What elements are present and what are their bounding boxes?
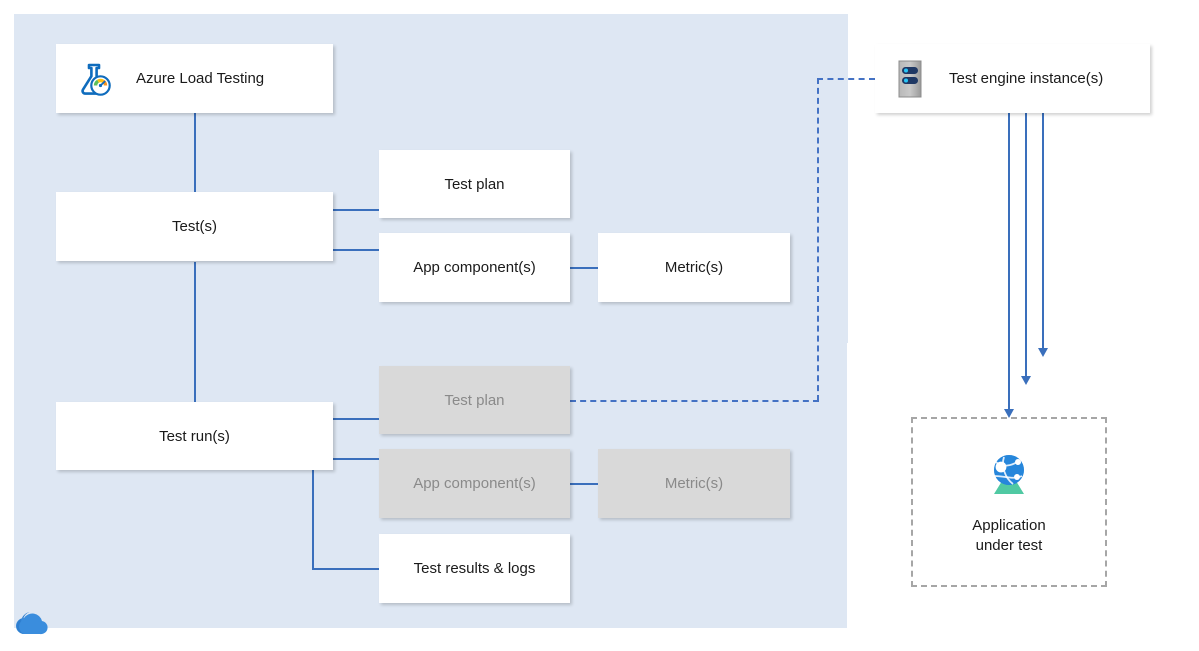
node-test-engine-instances[interactable]: Test engine instance(s) — [875, 44, 1150, 113]
server-rack-icon — [893, 59, 927, 99]
node-app-components[interactable]: App component(s) — [379, 233, 570, 302]
engine-arrow-line-3 — [1042, 113, 1044, 350]
engine-arrow-head-3 — [1038, 348, 1048, 357]
globe-network-icon — [982, 448, 1036, 502]
engine-arrow-line-1 — [1008, 113, 1010, 411]
connector-tests-to-testplan — [333, 209, 379, 211]
connector-tests-to-testruns — [194, 262, 196, 402]
engine-arrow-head-2 — [1021, 376, 1031, 385]
cloud-icon — [14, 608, 50, 636]
node-test-plan-dimmed[interactable]: Test plan — [379, 366, 570, 434]
node-test-results-logs[interactable]: Test results & logs — [379, 534, 570, 603]
node-test-plan[interactable]: Test plan — [379, 150, 570, 218]
node-label-metrics: Metric(s) — [664, 259, 724, 276]
connector-appcomponents-to-metrics — [570, 267, 598, 269]
dashed-connector-testplan-to-engine-horizontal — [570, 400, 819, 402]
node-label-test-engine-instances: Test engine instance(s) — [949, 70, 1104, 87]
node-label-test-runs: Test run(s) — [159, 427, 230, 445]
engine-arrow-head-1 — [1004, 409, 1014, 418]
node-metrics-dimmed[interactable]: Metric(s) — [598, 449, 790, 518]
connector-appcomponents-to-metrics-dim — [570, 483, 598, 485]
node-label-app-components: App component(s) — [413, 259, 536, 276]
application-under-test-label-line1: Application — [972, 516, 1046, 534]
connector-testruns-to-results-horizontal — [312, 568, 379, 570]
node-label-azure-load-testing: Azure Load Testing — [136, 70, 265, 87]
connector-testruns-to-results-vertical — [312, 470, 314, 569]
connector-testruns-to-testplan-dim — [333, 418, 379, 420]
node-metrics[interactable]: Metric(s) — [598, 233, 790, 302]
application-under-test-label-line2: under test — [975, 537, 1043, 554]
node-label-test-plan-dimmed: Test plan — [444, 391, 505, 409]
flask-gauge-icon — [74, 59, 114, 99]
application-under-test-label: Application under test — [972, 516, 1045, 557]
azure-load-testing-service-panel — [14, 14, 848, 628]
node-tests[interactable]: Test(s) — [56, 192, 333, 261]
connector-testruns-to-appcomponents-dim — [333, 458, 379, 460]
node-app-components-dimmed[interactable]: App component(s) — [379, 449, 570, 518]
application-under-test-boundary: Application under test — [911, 417, 1107, 587]
dashed-connector-engine-entry — [817, 78, 875, 80]
connector-tests-to-appcomponents — [333, 249, 379, 251]
dashed-connector-testplan-to-engine-vertical — [817, 78, 819, 401]
node-label-test-plan: Test plan — [444, 175, 505, 193]
connector-alt-to-tests — [194, 113, 196, 192]
node-azure-load-testing[interactable]: Azure Load Testing — [56, 44, 333, 113]
node-label-app-components-dimmed: App component(s) — [413, 475, 536, 492]
node-label-metrics-dimmed: Metric(s) — [664, 475, 724, 492]
node-test-runs[interactable]: Test run(s) — [56, 402, 333, 470]
engine-arrow-line-2 — [1025, 113, 1027, 378]
application-environment-panel — [847, 343, 1199, 651]
node-label-tests: Test(s) — [172, 218, 217, 235]
node-label-test-results-logs: Test results & logs — [413, 560, 536, 577]
